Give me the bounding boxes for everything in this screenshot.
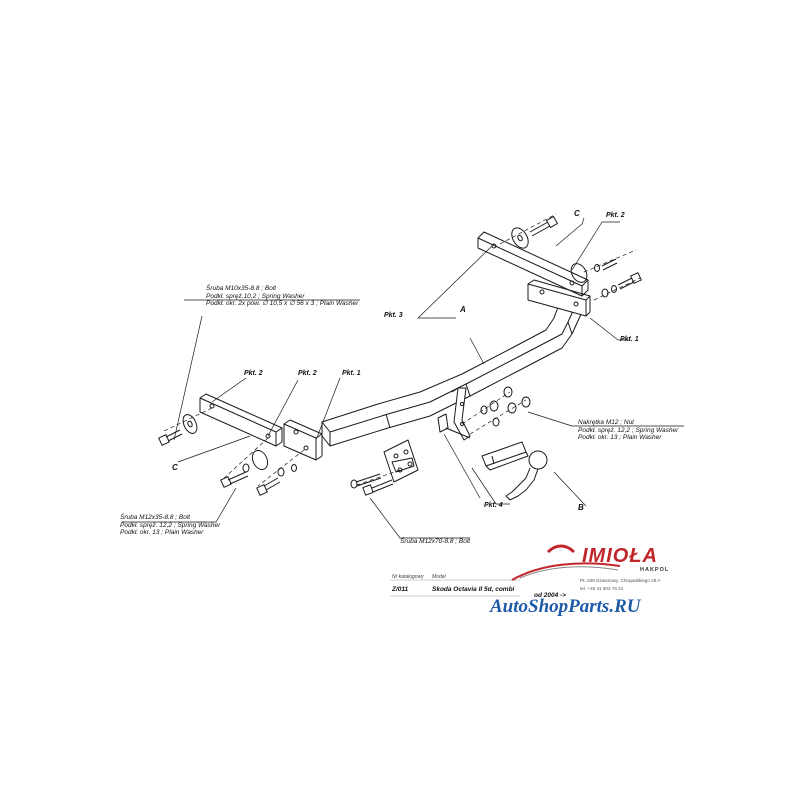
ball-mount-bracket [437,387,471,441]
crossbar-a [321,295,583,447]
bracket-c-left [199,393,283,447]
bracket-right-plate [527,279,591,317]
bracket-left-plate [283,419,323,461]
catalog-number-caption: Nr katalogowy [392,574,424,580]
catalog-number-value: Z/011 [392,586,409,593]
note-bolt-m10-line2: Podkł. spręż.10,2 ; Spring Washer [206,292,305,300]
note-bolt-m12x35-line2: Podkł. spręż. 12,2 ; Spring Washer [120,521,221,529]
callout-pkt3: Pkt. 3 [384,312,403,319]
towball-b [481,441,548,501]
imiola-logo-mark [511,544,621,581]
imiola-logo-text: IMIOŁA [582,545,658,567]
note-bolt-m10-line3: Podkł. okr. 2x pow. ∅ 10,5 x ∅ 56 x 3 ; … [206,300,359,308]
callout-c-top: C [574,209,580,218]
note-nut-m12-line2: Podkł. spręż. 12,2 ; Spring Washer [578,426,679,434]
note-nut-m12-line1: Nakrętka M12 ; Nut [578,419,634,426]
title-block-rules [390,579,520,597]
callout-pkt2-top: Pkt. 2 [606,212,625,219]
note-bolt-m12x35: Śruba M12x35-8.8 ; Bolt Podkł. spręż. 12… [120,514,220,537]
callout-pkt1-right: Pkt. 1 [620,336,639,343]
note-bolt-m10-line1: Śruba M10x35-8.8 ; Bolt [206,285,277,292]
imiola-logo-sub: HAKPOL [640,567,670,573]
note-nut-m12: Nakrętka M12 ; Nut Podkł. spręż. 12,2 ; … [578,419,678,442]
note-nut-m12-line3: Podkł. okr. 13 ; Plain Washer [578,434,662,442]
note-bolt-m12x70-line1: Śruba M12x70-8.8 ; Bolt [400,538,471,545]
top-washer-bolt [511,216,558,249]
callout-b: B [578,503,584,512]
note-bolt-m12x35-line3: Podkł. okr. 13 ; Plain Washer [120,529,204,537]
note-bolt-m12x35-line1: Śruba M12x35-8.8 ; Bolt [120,514,191,521]
left-washer-bolt [158,414,198,446]
model-caption: Model [432,574,446,580]
socket-plate [383,439,419,483]
long-bolt-m12x70 [350,473,394,496]
callout-pkt2-left-a: Pkt. 2 [244,370,263,377]
right-washer-bolt-set [570,258,642,298]
company-address-line2: tel. +48 41 604 78 31 [580,586,624,591]
assembly-guide-lines [161,213,641,487]
callout-a: A [460,305,466,314]
watermark-site: AutoShopParts.RU [490,596,641,617]
model-value: Skoda Octavia II 5d, combi [432,586,515,593]
company-address-line1: PL-338 Dzwonowy, Chrapalskiego 28 A [580,578,661,583]
callout-pkt2-left-b: Pkt. 2 [298,370,317,377]
note-bolt-m12x70: Śruba M12x70-8.8 ; Bolt [400,538,470,546]
callout-c-left: C [172,463,178,472]
left-lower-fasteners [220,449,297,496]
note-bolt-m10: Śruba M10x35-8.8 ; Bolt Podkł. spręż.10,… [206,285,358,308]
leader-lines [122,217,684,539]
model-year-value: od 2004 -> [534,592,566,599]
callout-pkt4: Pkt. 4 [484,502,503,509]
callout-pkt1-left: Pkt. 1 [342,370,361,377]
